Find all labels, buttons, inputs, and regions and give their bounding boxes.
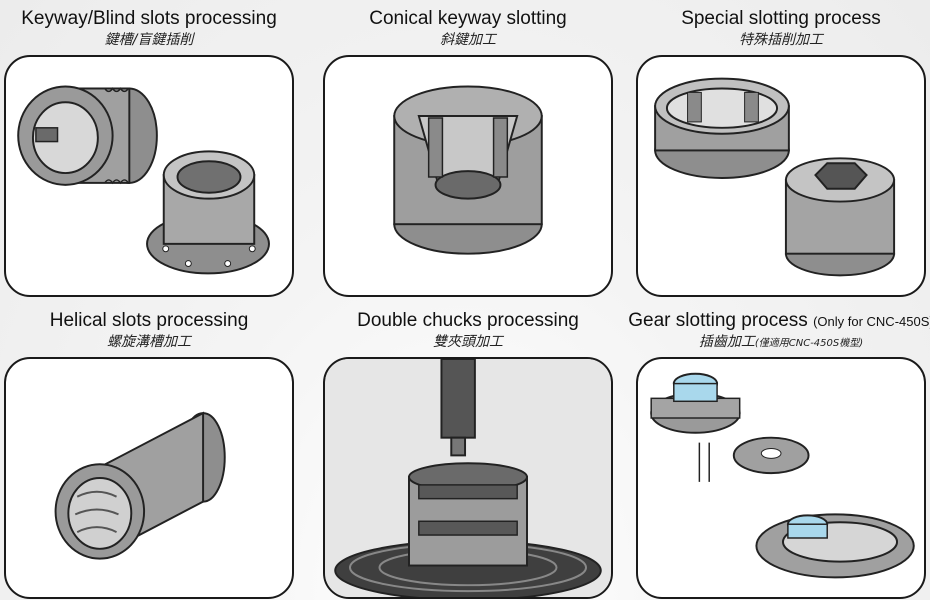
panel-gear-slotting: Gear slotting process (Only for CNC-450S…	[628, 310, 930, 599]
panel-title-note: (Only for CNC-450S)	[813, 314, 930, 329]
panel-helical-slots: Helical slots processing 螺旋溝槽加工	[4, 310, 294, 599]
panel-special-slotting: Special slotting process 特殊插削加工	[636, 8, 926, 297]
panel-title: Special slotting process	[681, 8, 881, 29]
panel-title: Conical keyway slotting	[369, 8, 567, 29]
keyway-gear-illustration	[4, 55, 294, 297]
panel-subtitle: 插齒加工(僅適用CNC-450S機型)	[636, 332, 926, 352]
panel-conical-keyway: Conical keyway slotting 斜鍵加工	[323, 8, 613, 297]
special-slot-illustration	[636, 55, 926, 297]
panel-title: Helical slots processing	[49, 310, 249, 331]
double-chuck-illustration	[323, 357, 613, 599]
panel-subtitle: 螺旋溝槽加工	[107, 334, 191, 350]
panel-subtitle-main: 插齒加工	[698, 334, 755, 350]
panel-title: Keyway/Blind slots processing	[21, 8, 277, 29]
gear-slotting-illustration	[636, 357, 926, 599]
panel-subtitle: 斜鍵加工	[440, 32, 496, 48]
helical-slot-illustration	[4, 357, 294, 599]
panel-subtitle-note: (僅適用CNC-450S機型)	[754, 338, 864, 349]
panel-title-main: Gear slotting process	[628, 310, 808, 331]
panel-subtitle: 特殊插削加工	[739, 32, 823, 48]
panel-title: Gear slotting process (Only for CNC-450S…	[620, 310, 930, 332]
panel-keyway: Keyway/Blind slots processing 鍵槽/盲鍵插削	[4, 8, 294, 297]
panel-subtitle: 鍵槽/盲鍵插削	[104, 32, 194, 48]
panel-subtitle: 雙夾頭加工	[433, 334, 503, 350]
conical-keyway-illustration	[323, 55, 613, 297]
panel-double-chucks: Double chucks processing 雙夾頭加工	[323, 310, 613, 599]
panel-title: Double chucks processing	[357, 310, 579, 331]
